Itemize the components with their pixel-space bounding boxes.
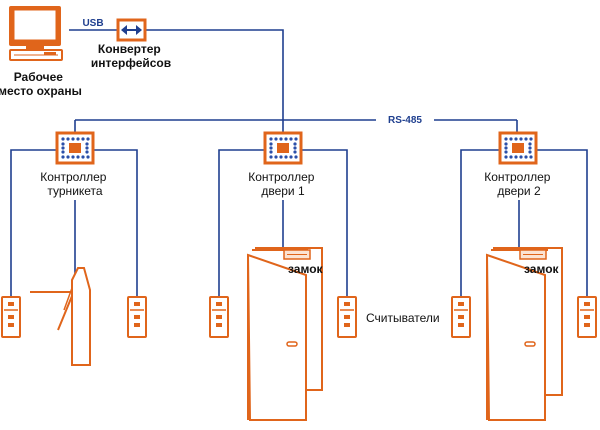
wire-door2-right-reader bbox=[535, 149, 588, 297]
controller-door2-icon bbox=[498, 131, 538, 165]
usb-label: USB bbox=[82, 18, 103, 29]
rs485-label: RS-485 bbox=[388, 115, 422, 126]
controller-door2-label: Контроллер двери 2 bbox=[484, 170, 554, 198]
controller-turnstile-label: Контроллер турникета bbox=[40, 170, 110, 198]
card-reader-icon bbox=[577, 296, 597, 338]
lock-label-door2: замок bbox=[524, 262, 560, 276]
rs485-label-bg bbox=[376, 112, 434, 126]
card-reader-icon bbox=[1, 296, 21, 338]
card-reader-icon bbox=[127, 296, 147, 338]
wire-door1-left-reader bbox=[218, 149, 265, 297]
controller-door1-label: Контроллер двери 1 bbox=[248, 170, 318, 198]
lock-icon bbox=[283, 249, 311, 260]
readers-label: Считыватели bbox=[366, 311, 440, 325]
converter-label: Конвертер интерфейсов bbox=[91, 42, 171, 70]
wire-turnstile-left-reader bbox=[10, 149, 57, 297]
workstation-label: Рабочее место охраны bbox=[0, 70, 82, 98]
door-icon bbox=[246, 247, 323, 421]
lock-icon bbox=[519, 249, 547, 260]
converter-link bbox=[145, 29, 284, 133]
lock-label-door1: замок bbox=[288, 262, 324, 276]
wire-turnstile-right-reader bbox=[93, 149, 138, 297]
wire-door2-left-reader bbox=[460, 149, 499, 297]
card-reader-icon bbox=[209, 296, 229, 338]
interface-converter-icon bbox=[116, 18, 147, 42]
connection-wires bbox=[10, 29, 588, 297]
controller-door1-icon bbox=[263, 131, 303, 165]
card-reader-icon bbox=[337, 296, 357, 338]
turnstile-icon bbox=[30, 267, 91, 366]
wire-door1-right-reader bbox=[301, 149, 348, 297]
controller-turnstile-icon bbox=[55, 131, 95, 165]
card-reader-icon bbox=[451, 296, 471, 338]
computer-icon bbox=[9, 6, 63, 61]
